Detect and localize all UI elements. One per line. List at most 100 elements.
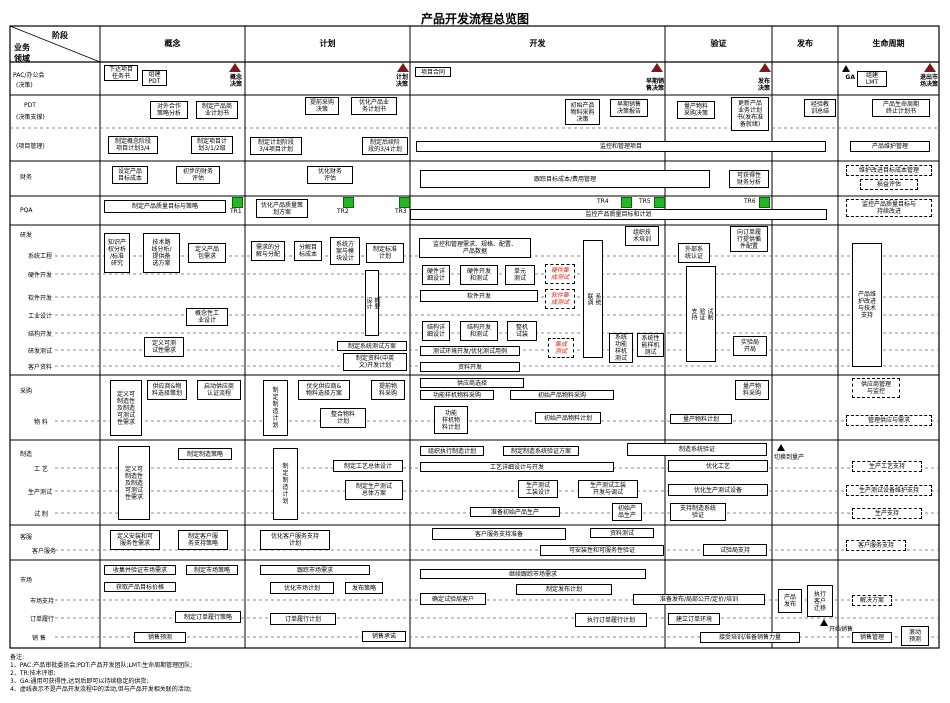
activity-box[interactable]: 需求的分 解与分配 bbox=[251, 241, 285, 261]
activity-box[interactable]: 定义可 制造性 及制造 可测试 性需求 bbox=[110, 380, 142, 436]
activity-box[interactable]: 初始产品 物料采购 决策 bbox=[565, 99, 600, 125]
activity-box[interactable]: 优化生产测试设备 bbox=[668, 484, 768, 496]
activity-box[interactable]: 定义可 制造性 及制造 可测试 性需求 bbox=[118, 446, 150, 520]
activity-box[interactable]: 制定项目计 划3/1/2级 bbox=[191, 136, 233, 154]
activity-box[interactable]: 制定市场策略 bbox=[186, 565, 238, 575]
activity-box[interactable]: 制定订单履行策略 bbox=[175, 611, 241, 623]
activity-box[interactable]: 试制 验证 支持 bbox=[686, 266, 716, 362]
activity-box[interactable]: 产品维护管理 bbox=[850, 141, 930, 152]
activity-box[interactable]: 硬件详 细设计 bbox=[422, 265, 450, 285]
activity-box[interactable]: 提前采购 决策 bbox=[305, 97, 339, 115]
activity-box[interactable]: 制定系统测试方案 bbox=[337, 341, 407, 351]
activity-box[interactable]: 初步的财务 评估 bbox=[176, 166, 220, 184]
activity-box[interactable]: 系统 功能 样机 测试 bbox=[609, 333, 633, 363]
activity-box[interactable]: 功能样机物料采购 bbox=[420, 390, 494, 400]
activity-box[interactable]: 制定生产测试 总体方案 bbox=[345, 480, 403, 500]
activity-box[interactable]: 整机 试装 bbox=[507, 321, 537, 341]
activity-box[interactable]: 制 定 制 造 计 划 bbox=[273, 448, 298, 520]
activity-box[interactable]: 制定客户服 务支持策略 bbox=[178, 530, 228, 550]
activity-box[interactable]: 定义安装和可 服务性需求 bbox=[110, 530, 160, 550]
activity-box[interactable]: 硬件集 成测试 bbox=[545, 264, 575, 284]
activity-box[interactable]: 定义可测 试性需求 bbox=[144, 337, 184, 357]
activity-box[interactable]: 优化工艺 bbox=[668, 460, 768, 472]
activity-box[interactable]: 客户服务支持准备 bbox=[432, 528, 566, 540]
activity-box[interactable]: 销售管理 bbox=[852, 632, 892, 643]
activity-box[interactable]: 外部系 统认证 bbox=[678, 243, 710, 263]
activity-box[interactable]: 工艺详细设计与开发 bbox=[420, 462, 614, 472]
activity-box[interactable]: 系统 联调 bbox=[583, 240, 603, 358]
activity-box[interactable]: 量产物 料采购 bbox=[735, 380, 769, 400]
activity-box[interactable]: 跟踪市场需求 bbox=[260, 565, 370, 575]
activity-box[interactable]: 下达项目 任务书 bbox=[104, 65, 138, 81]
activity-box[interactable]: 资料测试 bbox=[590, 528, 654, 538]
activity-box[interactable]: 软件开发 bbox=[420, 290, 538, 302]
activity-box[interactable]: 集成 测试 bbox=[548, 338, 574, 358]
activity-box[interactable]: 经验教 训总结 bbox=[804, 99, 836, 117]
activity-box[interactable]: 软件集 成测试 bbox=[545, 289, 575, 309]
activity-box[interactable]: 结构详 细设计 bbox=[422, 321, 450, 341]
activity-box[interactable]: 客户服务支持 bbox=[846, 540, 906, 551]
activity-box[interactable]: 损益评估 bbox=[860, 179, 918, 190]
activity-box[interactable]: 知识产 权分析 /标准 研究 bbox=[104, 233, 130, 273]
activity-box[interactable]: 监控产品质量目标和计划 bbox=[410, 209, 827, 220]
activity-box[interactable]: 概要 设计 bbox=[365, 270, 380, 336]
activity-box[interactable]: 供应商&物 料选择策划 bbox=[147, 380, 187, 400]
activity-box[interactable]: 更新产品 业务计划 书(发布准 备就绪) bbox=[731, 97, 769, 131]
activity-box[interactable]: 组织技 术培训 bbox=[625, 226, 659, 246]
activity-box[interactable]: 生产测试 工装设计 bbox=[518, 480, 558, 498]
activity-box[interactable]: 系统性 能样机 测试 bbox=[637, 333, 664, 357]
activity-box[interactable]: 制定产品商 业计划书 bbox=[196, 101, 238, 119]
activity-box[interactable]: 初始产品物料计划 bbox=[535, 412, 601, 424]
activity-box[interactable]: 制定发布计划 bbox=[516, 584, 612, 595]
activity-box[interactable]: 收集并验证市场需求 bbox=[104, 565, 176, 575]
activity-box[interactable]: 生产测试工装 开发与调试 bbox=[578, 480, 638, 498]
activity-box[interactable]: 订单履行计划 bbox=[270, 613, 336, 625]
activity-box[interactable]: 生产工艺支持 bbox=[852, 461, 922, 472]
activity-box[interactable]: 接受培训/准备销售力量 bbox=[700, 632, 800, 643]
activity-box[interactable]: 概念性工 业设计 bbox=[186, 308, 228, 326]
activity-box[interactable]: 产品 发布 bbox=[778, 589, 802, 613]
activity-box[interactable]: 生产测试设备维护支持 bbox=[846, 485, 932, 496]
activity-box[interactable]: 产品生命周期 终止计划书 bbox=[872, 99, 930, 117]
activity-box[interactable]: 供应商管理 与监控 bbox=[852, 378, 900, 398]
activity-box[interactable]: 制定后续阶 段的3/4计划 bbox=[362, 137, 408, 155]
activity-box[interactable]: 准备初始产品生产 bbox=[470, 507, 560, 517]
activity-box[interactable]: 支持制造系统 验证 bbox=[670, 503, 726, 521]
activity-box[interactable]: 量产物料 采购决策 bbox=[677, 101, 715, 119]
activity-box[interactable]: 功能 样机物 料计划 bbox=[434, 406, 468, 434]
activity-box[interactable]: 建立订单环境 bbox=[668, 613, 720, 625]
activity-box[interactable]: 技术路 线分析/ 提供备 选方案 bbox=[143, 233, 180, 273]
activity-box[interactable]: 制定资料(中英 文)开发计划 bbox=[343, 353, 407, 371]
activity-box[interactable]: 获取产品目标价格 bbox=[104, 582, 176, 592]
activity-box[interactable]: 确定试验局客户 bbox=[420, 593, 486, 605]
activity-box[interactable]: 早期销售 决策报告 bbox=[610, 99, 648, 117]
activity-box[interactable]: 优化财务 评估 bbox=[307, 166, 353, 184]
activity-box[interactable]: 继续跟踪市场需求 bbox=[420, 569, 646, 579]
activity-box[interactable]: 制定产品质量目标与策略 bbox=[104, 200, 226, 213]
activity-box[interactable]: 制定工艺总体设计 bbox=[333, 460, 403, 472]
activity-box[interactable]: 提前物 料采购 bbox=[371, 380, 405, 400]
activity-box[interactable]: 分解目 标成本 bbox=[294, 241, 322, 261]
activity-box[interactable]: 资料开发 bbox=[420, 362, 520, 372]
activity-box[interactable]: 设定产品 目标成本 bbox=[112, 166, 148, 184]
activity-box[interactable]: 可安装性和可服务性验证 bbox=[540, 545, 664, 556]
activity-box[interactable]: 向订单履 行提供備 件配置 bbox=[730, 226, 768, 252]
activity-box[interactable]: 组织执行制造计划 bbox=[420, 446, 484, 456]
activity-box[interactable]: 制造系统验证 bbox=[627, 443, 767, 456]
activity-box[interactable]: 量产物料计划 bbox=[670, 414, 732, 424]
activity-box[interactable]: 启动供应商 认证流程 bbox=[197, 380, 241, 400]
activity-box[interactable]: 监控和管理项目 bbox=[416, 141, 826, 152]
activity-box[interactable]: 供应商选择 bbox=[420, 378, 524, 388]
activity-box[interactable]: 准备发布/局部公开/定价/培训 bbox=[633, 594, 765, 605]
activity-box[interactable]: 优化产品质量策 划方案 bbox=[256, 199, 308, 218]
activity-box[interactable]: 对外合作 策略分析 bbox=[150, 101, 188, 119]
activity-box[interactable]: 试验局支持 bbox=[703, 544, 767, 556]
activity-box[interactable]: 生产支持 bbox=[852, 508, 922, 519]
activity-box[interactable]: 滚动 预测 bbox=[901, 626, 929, 646]
activity-box[interactable]: 制定计划阶段 3/4项目计划 bbox=[250, 137, 302, 155]
activity-box[interactable]: 跟踪目标成本/费用管理 bbox=[420, 170, 710, 188]
activity-box[interactable]: 维护改进目标成本管理 bbox=[846, 165, 932, 176]
activity-box[interactable]: 监控和管理需求、规格、配置、 产品数据 bbox=[419, 238, 531, 258]
activity-box[interactable]: 项目合同 bbox=[415, 67, 451, 77]
activity-box[interactable]: 系统方 案与模 块设计 bbox=[330, 237, 360, 265]
